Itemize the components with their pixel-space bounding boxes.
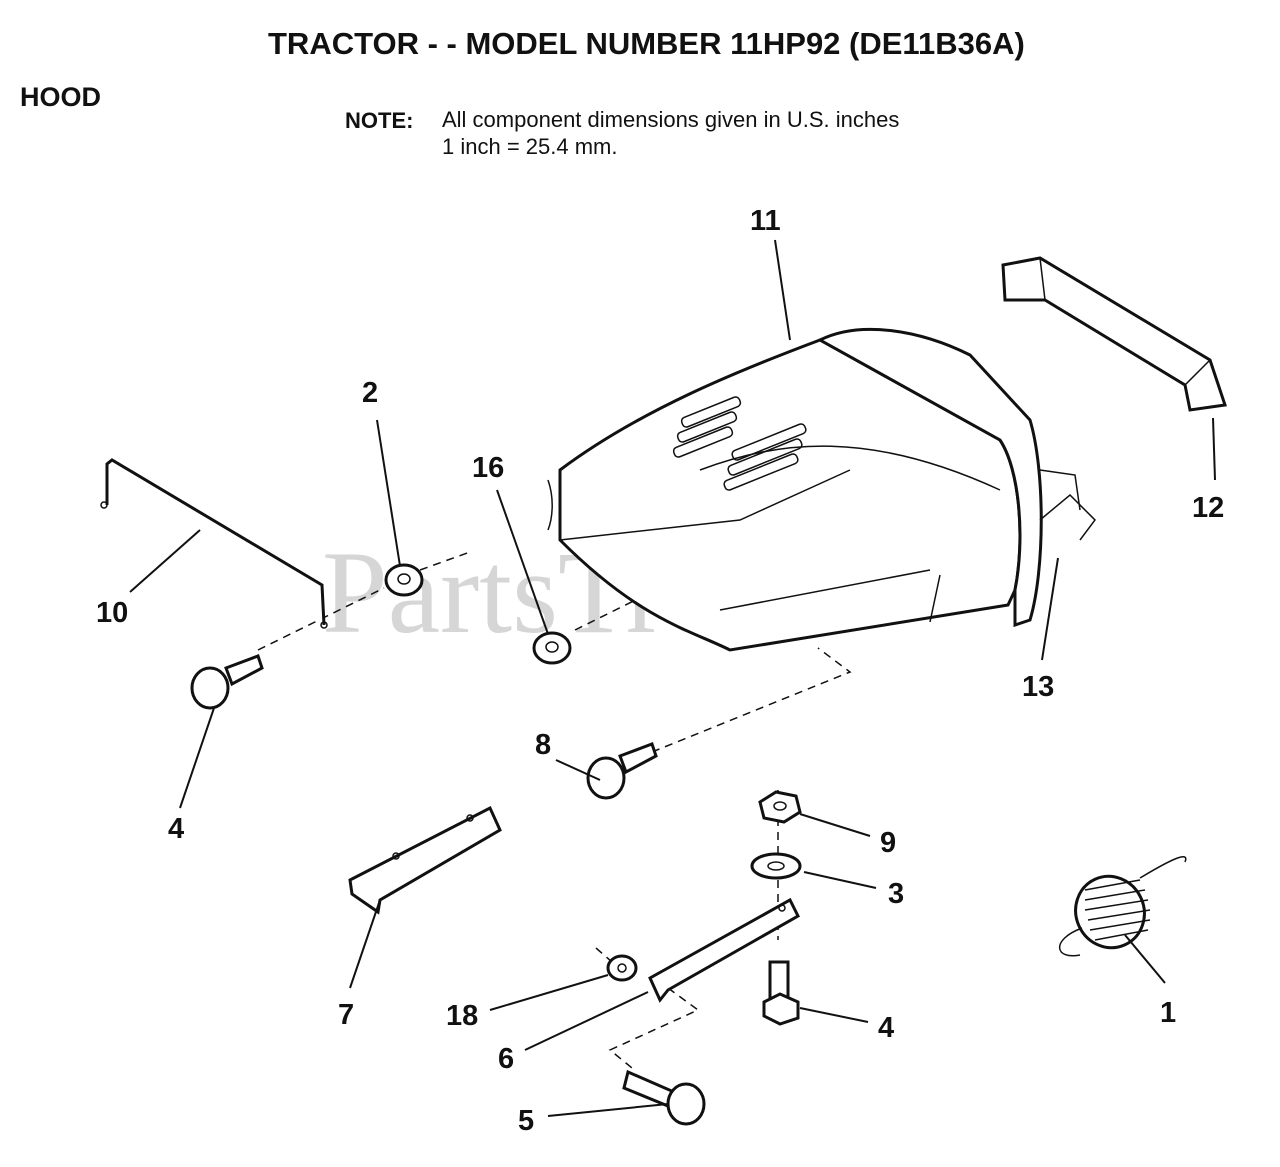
bolt-part-4-left[interactable] (190, 654, 264, 710)
hood-part[interactable] (547, 327, 1096, 652)
callout-7: 7 (338, 999, 354, 1031)
callout-numbers: 11 12 2 16 10 13 4 8 9 3 1 7 18 6 4 5 (96, 205, 1224, 1137)
callout-16: 16 (472, 452, 504, 484)
bolt-part-5[interactable] (622, 1069, 706, 1126)
callout-10: 10 (96, 597, 128, 629)
callout-13: 13 (1022, 671, 1054, 703)
spring-part-1[interactable] (1059, 856, 1187, 959)
callout-2: 2 (362, 377, 378, 409)
grille-insert-part[interactable] (1001, 256, 1227, 412)
callout-18: 18 (446, 1000, 478, 1032)
bolt-part-4-right[interactable] (762, 960, 800, 1026)
bolt-part-8[interactable] (586, 742, 658, 800)
note-line-1: All component dimensions given in U.S. i… (442, 107, 899, 132)
callout-11: 11 (750, 205, 781, 237)
link-part-6[interactable] (648, 897, 800, 1003)
callout-4-right: 4 (878, 1012, 894, 1044)
callout-1: 1 (1160, 997, 1176, 1029)
note-line-2: 1 inch = 25.4 mm. (442, 134, 617, 159)
callout-8: 8 (535, 729, 551, 761)
section-title: HOOD (20, 82, 101, 112)
page-title: TRACTOR - - MODEL NUMBER 11HP92 (DE11B36… (268, 26, 1025, 61)
nut-part-16[interactable] (532, 631, 572, 665)
callout-3: 3 (888, 878, 904, 910)
note-label: NOTE: (345, 108, 413, 133)
hood-rod-part[interactable] (100, 458, 328, 629)
washer-part-3[interactable] (750, 852, 802, 880)
nut-part-2[interactable] (384, 563, 424, 597)
callout-9: 9 (880, 827, 896, 859)
nut-part-9[interactable] (758, 790, 802, 824)
callout-4-left: 4 (168, 813, 184, 845)
leader-lines (129, 239, 1216, 1117)
callout-5: 5 (518, 1105, 534, 1137)
callout-6: 6 (498, 1043, 514, 1075)
washer-part-18[interactable] (606, 954, 638, 982)
bracket-part-7[interactable] (348, 805, 502, 915)
callout-12: 12 (1192, 492, 1224, 524)
